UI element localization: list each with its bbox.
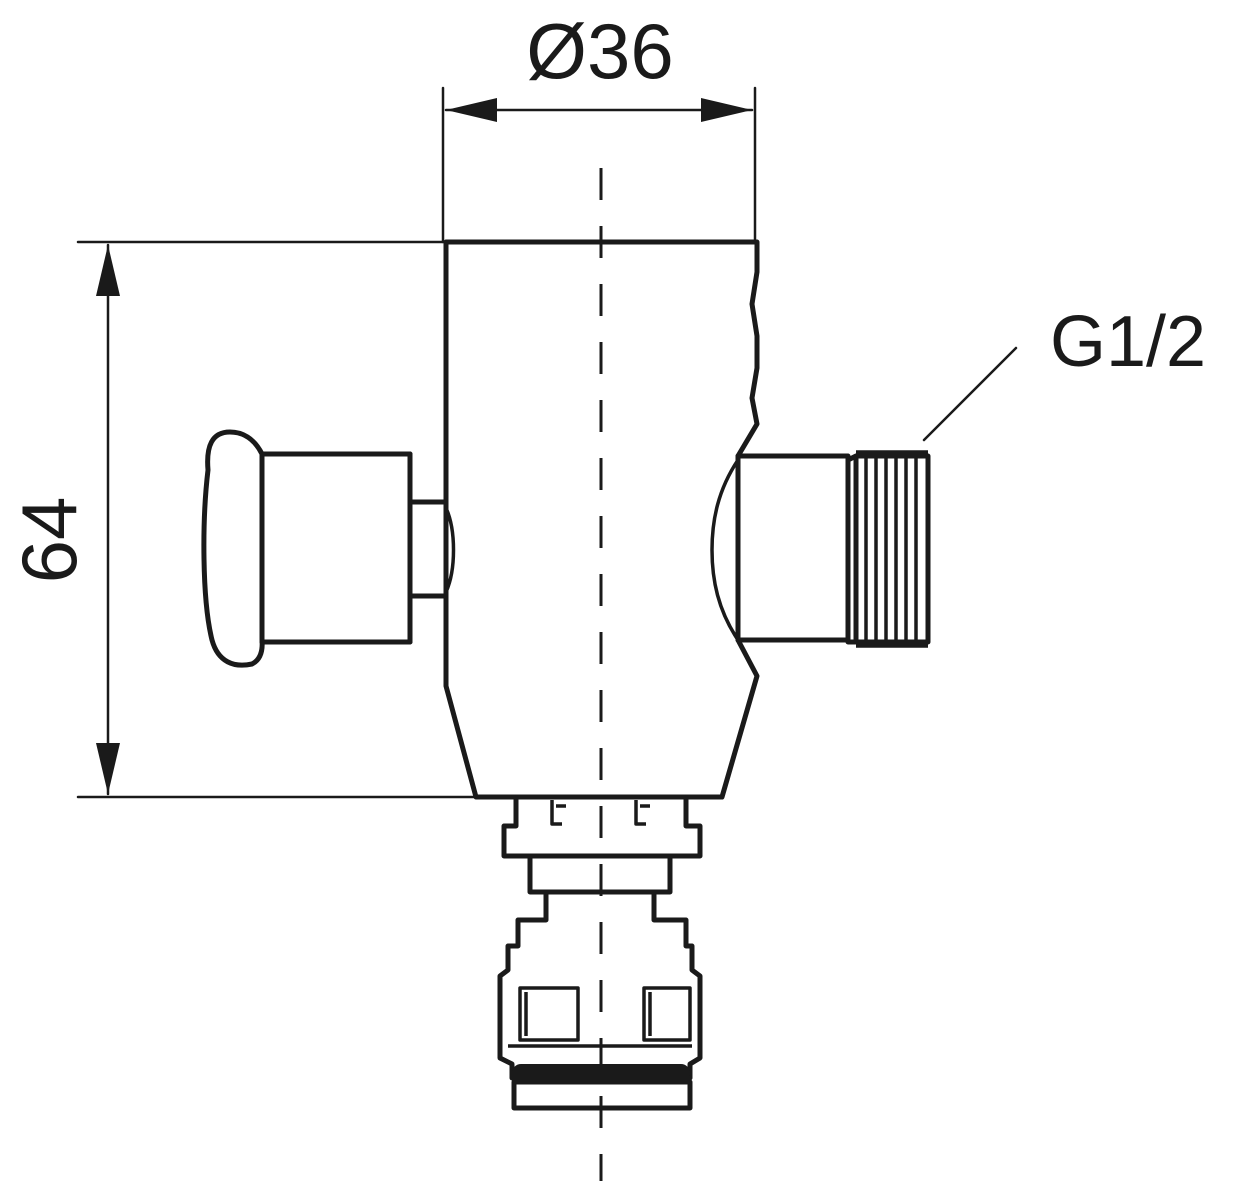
cartridge-seal-ring bbox=[512, 1064, 690, 1082]
diameter-arrow-right bbox=[701, 98, 752, 122]
cartridge-window-left bbox=[518, 986, 580, 1042]
push-button-sleeve bbox=[259, 451, 413, 645]
diameter-arrow-left bbox=[446, 98, 497, 122]
threaded-outlet bbox=[735, 450, 931, 648]
outlet-body bbox=[735, 453, 851, 643]
height-dimension: 64 bbox=[5, 240, 478, 799]
outlet-thread-ridges bbox=[856, 450, 928, 648]
thread-callout: G1/2 bbox=[922, 302, 1206, 442]
cartridge-collar bbox=[501, 794, 703, 859]
height-arrow-bottom bbox=[96, 743, 120, 794]
diameter-label: Ø36 bbox=[526, 7, 673, 95]
cartridge-collar-notches bbox=[550, 800, 650, 826]
thread-leader-line bbox=[922, 346, 1018, 442]
cartridge-base bbox=[511, 1079, 693, 1111]
push-button bbox=[201, 429, 456, 668]
push-button-cap bbox=[201, 429, 265, 668]
thread-label: G1/2 bbox=[1050, 302, 1206, 382]
outlet-thread-outline bbox=[845, 453, 931, 645]
push-button-stem bbox=[407, 451, 449, 645]
body-outlet-curve bbox=[710, 459, 740, 641]
cartridge-window-right bbox=[642, 986, 692, 1042]
height-label: 64 bbox=[5, 497, 93, 584]
diameter-dimension: Ø36 bbox=[441, 7, 757, 244]
push-button-stem-curve bbox=[444, 507, 456, 593]
height-arrow-top bbox=[96, 245, 120, 296]
